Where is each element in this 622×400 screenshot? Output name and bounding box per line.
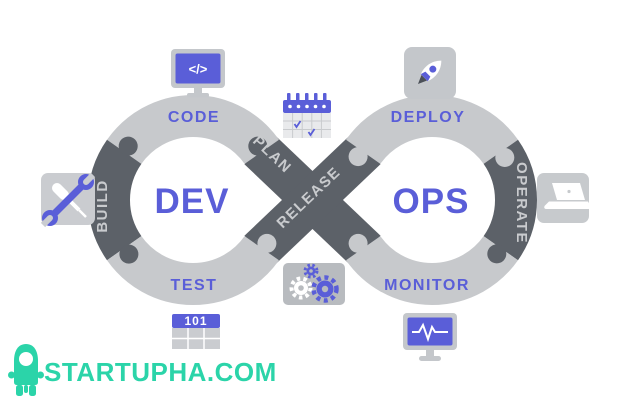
code-arc (107, 95, 279, 165)
wrench-screwdriver-icon (40, 172, 96, 228)
rocket-band (420, 71, 431, 82)
gear-purple (311, 275, 339, 303)
knob-deploy-operate (495, 148, 515, 167)
calendar-check-2 (307, 128, 316, 137)
code-monitor-stand (194, 88, 202, 93)
stage-label-monitor: MONITOR (384, 277, 470, 294)
dev-title: DEV (155, 182, 230, 221)
mascot-leg-left (16, 385, 23, 396)
gear-white (289, 276, 313, 300)
mascot-flame (24, 385, 28, 393)
stage-label-operate: OPERATE (513, 162, 530, 244)
binary-header (172, 314, 220, 328)
laptop-icon (537, 173, 592, 223)
knob-operate-monitor (487, 244, 507, 264)
knob-test-release (257, 233, 277, 253)
test-arc (107, 235, 279, 305)
stage-label-code: CODE (168, 109, 220, 126)
pulse-line (412, 322, 448, 343)
puzzle-knobs (118, 136, 515, 264)
knob-plan-monitor (348, 233, 368, 253)
knob-code-build (118, 136, 138, 156)
code-glyph: </> (189, 62, 208, 77)
stage-label-deploy: DEPLOY (391, 109, 466, 126)
gear-small-purple (303, 263, 319, 279)
ops-title: OPS (393, 182, 470, 221)
rocket-window (429, 65, 437, 73)
laptop-logo-dot (567, 189, 571, 194)
release-band (244, 133, 381, 267)
code-monitor-base (187, 93, 209, 98)
mascot-leg-right (29, 385, 36, 396)
code-monitor-screen (175, 53, 221, 84)
knob-code-plan (248, 136, 268, 156)
rocket-nozzle (417, 74, 428, 85)
calendar-icon (283, 93, 331, 138)
rocket-icon (404, 47, 456, 99)
pulse-monitor-stand (426, 350, 434, 356)
code-monitor-icon: </> (171, 49, 225, 98)
dev-loop (88, 95, 279, 305)
deploy-arc (346, 95, 518, 165)
pulse-monitor-base (419, 356, 441, 361)
calendar-grid (283, 113, 331, 138)
rocket-mascot-icon (8, 344, 44, 396)
brand-wordmark: STARTUPHA.COM (44, 357, 277, 387)
mascot-window (19, 352, 33, 366)
calendar-body (283, 113, 331, 138)
calendar-check-1 (293, 120, 302, 129)
knob-build-test (119, 244, 139, 264)
binary-table-icon: 101 (172, 314, 220, 349)
monitor-pulse-icon (403, 313, 457, 361)
stage-label-build: BUILD (94, 179, 111, 232)
gears-icon (283, 263, 345, 305)
laptop-base (544, 201, 592, 209)
brand-logo: STARTUPHA.COM (8, 344, 277, 396)
wrench (40, 172, 96, 228)
binary-glyph: 101 (184, 314, 207, 328)
knob-release-deploy (348, 147, 368, 167)
monitor-arc (346, 235, 518, 305)
stage-label-test: TEST (171, 277, 218, 294)
build-arc (88, 139, 142, 261)
binary-grid (172, 328, 220, 349)
